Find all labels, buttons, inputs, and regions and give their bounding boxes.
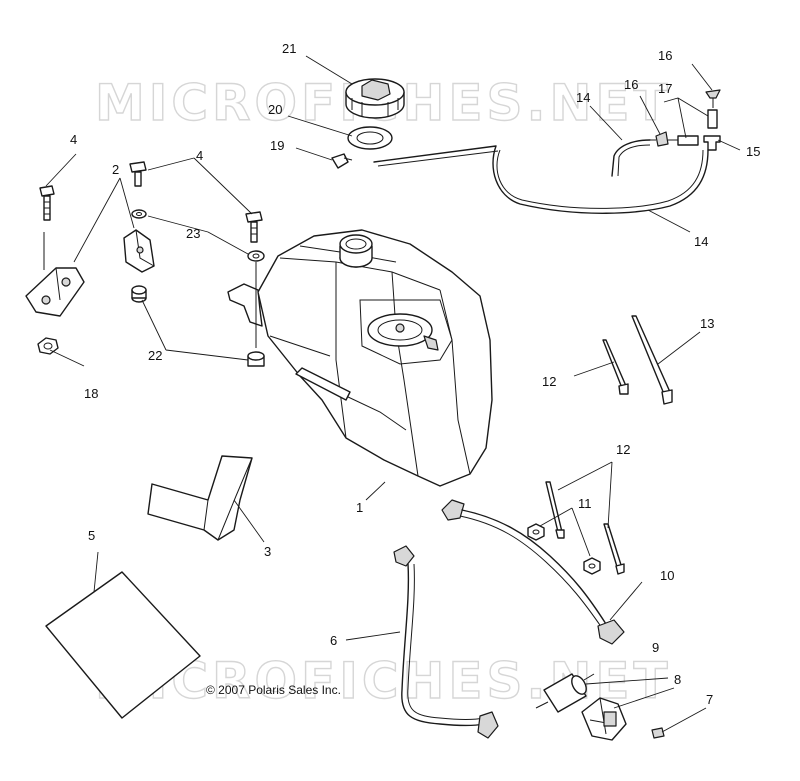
cable-tie-small-b[interactable] [603,523,625,575]
callout-5: 5 [88,528,95,543]
cable-tie-large[interactable] [602,339,629,395]
fuel-cap[interactable] [345,78,405,119]
fuel-line-return[interactable] [441,499,625,645]
bolt-left[interactable] [39,185,55,221]
hose-connector[interactable] [677,109,718,146]
callout-18: 18 [84,386,98,401]
callout-22: 22 [148,348,162,363]
callout-8: 8 [674,672,681,687]
callout-17: 17 [658,81,672,96]
hose-clamp-nut-a[interactable] [527,523,545,541]
filter-bracket[interactable] [581,697,627,741]
callout-4-center: 4 [196,148,203,163]
vent-fitting[interactable] [331,153,353,169]
screw[interactable] [651,727,665,739]
callout-16-upper: 16 [658,48,672,63]
callout-10: 10 [660,568,674,583]
heat-shield[interactable] [45,571,201,719]
copyright-notice: © 2007 Polaris Sales Inc. [206,683,341,697]
fuel-line-supply[interactable] [393,545,499,739]
mounting-bracket-left[interactable] [25,232,85,317]
callout-7: 7 [706,692,713,707]
grommet-left[interactable] [131,285,147,303]
callout-20: 20 [268,102,282,117]
washer-upper[interactable] [131,209,147,219]
check-valve-lower[interactable] [650,131,678,147]
foam-pad[interactable] [147,455,253,541]
callout-13: 13 [700,316,714,331]
cable-tie-long[interactable] [631,315,673,405]
callout-9: 9 [652,640,659,655]
washer-lower[interactable] [247,250,265,262]
fuel-filter[interactable] [535,673,595,713]
callout-12-lower: 12 [616,442,630,457]
callout-3: 3 [264,544,271,559]
callout-4-left: 4 [70,132,77,147]
callout-19: 19 [270,138,284,153]
callout-6: 6 [330,633,337,648]
callout-labels: 21 20 19 1 2 4 4 23 22 18 3 5 6 10 12 11… [70,41,760,707]
bolt-right[interactable] [245,211,263,243]
callout-16-lower: 16 [624,77,638,92]
callout-15: 15 [746,144,760,159]
callout-14-left: 14 [576,90,590,105]
bolt-center[interactable] [129,161,147,187]
callout-2: 2 [112,162,119,177]
fuel-tank[interactable] [227,229,493,487]
grommet-right[interactable] [247,262,265,367]
callout-23: 23 [186,226,200,241]
vent-hose[interactable] [373,139,709,214]
callout-11: 11 [578,496,592,511]
callout-14-bottom: 14 [694,234,708,249]
cap-gasket[interactable] [347,126,393,150]
cable-tie-small-a[interactable] [545,481,565,539]
leader-lines [45,55,741,733]
callout-21: 21 [282,41,296,56]
hose-clamp-nut-b[interactable] [583,557,601,575]
check-valve-upper[interactable] [705,89,721,108]
tee-fitting[interactable] [703,135,721,151]
nut[interactable] [37,337,59,355]
mounting-bracket-right[interactable] [123,229,155,273]
callout-12-upper: 12 [542,374,556,389]
callout-1: 1 [356,500,363,515]
